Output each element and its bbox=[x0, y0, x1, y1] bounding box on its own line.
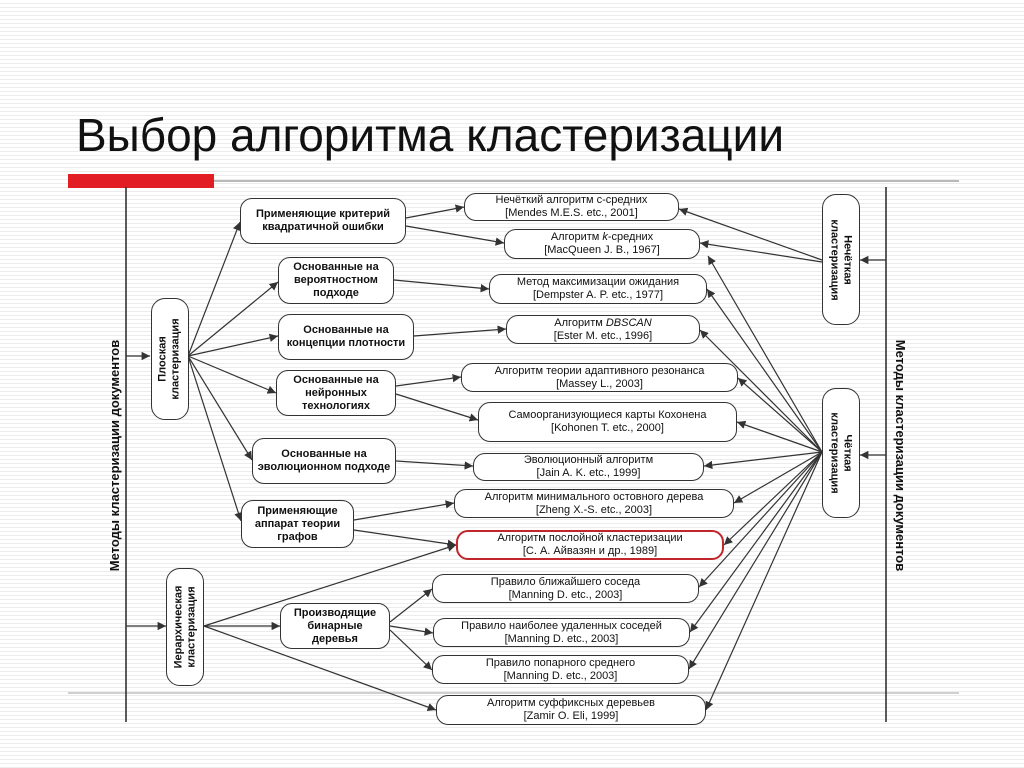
category-squared-error: Применяющие критерий квадратичной ошибки bbox=[240, 198, 406, 244]
edge-flat-evo bbox=[187, 355, 253, 461]
algorithm-evolutionary: Эволюционный алгоритм[Jain A. K. etc., 1… bbox=[473, 453, 704, 481]
algorithm-fuzzy-c-means: Нечёткий алгоритм c-средних[Mendes M.E.S… bbox=[464, 193, 679, 221]
algorithm-minimum-spanning-tree: Алгоритм минимального остовного дерева[Z… bbox=[454, 489, 734, 518]
footer-divider bbox=[68, 692, 959, 694]
category-density: Основанные на концепции плотности bbox=[278, 314, 414, 360]
edge-crisp-nn bbox=[698, 451, 823, 588]
algorithm-suffix-trees: Алгоритм суффиксных деревьев[Zamir O. El… bbox=[436, 695, 706, 725]
edge-fuzzy-fcm bbox=[678, 207, 823, 261]
edge-graph-mst bbox=[353, 500, 455, 521]
category-graph-theory: Применяющие аппарат теории графов bbox=[241, 500, 354, 548]
edge-crisp-pair bbox=[688, 451, 823, 670]
edge-flat-dens bbox=[187, 333, 279, 357]
edge-flat-graph bbox=[187, 355, 243, 522]
edge-sq-km bbox=[405, 225, 505, 246]
category-binary-trees: Производящие бинарные деревья bbox=[280, 603, 390, 649]
edge-crisp-som bbox=[736, 420, 823, 453]
edge-evo-ga bbox=[395, 460, 474, 470]
algorithm-expectation-maximization: Метод максимизации ожидания[Dempster A. … bbox=[489, 274, 707, 304]
category-evolutionary: Основанные на эволюционном подходе bbox=[252, 438, 396, 484]
edge-flat-sq bbox=[187, 221, 241, 357]
edge-graph-layer bbox=[353, 529, 457, 548]
category-probabilistic: Основанные на вероятностном подходе bbox=[278, 257, 394, 304]
edge-crisp-layer bbox=[723, 451, 823, 546]
edge-crisp-dbscan bbox=[699, 329, 823, 453]
edge-dens-dbscan bbox=[413, 325, 507, 337]
algorithm-pairwise-average: Правило попарного среднего[Manning D. et… bbox=[432, 655, 689, 684]
algorithm-kohonen-maps: Самоорганизующиеся карты Кохонена[Kohone… bbox=[478, 402, 737, 442]
edge-fuzzy-km bbox=[699, 240, 823, 263]
edge-crisp-ga bbox=[703, 451, 823, 470]
edge-flat-prob bbox=[187, 281, 279, 357]
edge-sq-fcm bbox=[405, 204, 465, 219]
algorithm-nearest-neighbor: Правило ближайшего соседа[Manning D. etc… bbox=[432, 574, 699, 603]
left-axis-label: Методы кластеризации документов bbox=[107, 339, 123, 571]
algorithm-k-means: Алгоритм k-средних[MacQueen J. B., 1967] bbox=[504, 229, 700, 259]
algorithm-layered-clustering: Алгоритм послойной кластеризации[С. А. А… bbox=[456, 530, 724, 560]
edge-flat-neur bbox=[187, 355, 277, 394]
category-neural: Основанные на нейронных технологиях bbox=[276, 370, 396, 416]
title-divider bbox=[214, 180, 959, 182]
algorithm-farthest-neighbors: Правило наиболее удаленных соседей[Manni… bbox=[433, 618, 690, 647]
edge-crisp-mst bbox=[733, 451, 823, 504]
edge-crisp-suffix bbox=[705, 451, 823, 711]
algorithm-adaptive-resonance: Алгоритм теории адаптивного резонанса[Ma… bbox=[461, 363, 738, 392]
edge-tree-fn bbox=[389, 625, 434, 636]
edge-hier-layer bbox=[203, 543, 457, 627]
edge-crisp-km bbox=[707, 255, 823, 453]
page-title: Выбор алгоритма кластеризации bbox=[76, 109, 785, 161]
edge-crisp-art bbox=[737, 377, 823, 453]
edge-tree-nn bbox=[389, 588, 433, 623]
edge-crisp-fn bbox=[689, 451, 823, 633]
edge-hier-suffix bbox=[203, 625, 437, 712]
accent-bar bbox=[68, 174, 214, 188]
edge-neur-som bbox=[395, 393, 479, 422]
edge-crisp-em bbox=[706, 288, 823, 453]
algorithm-dbscan: Алгоритм DBSCAN[Ester M. etc., 1996] bbox=[506, 315, 700, 344]
edge-neur-art bbox=[395, 373, 462, 387]
edge-tree-pair bbox=[389, 629, 433, 671]
edge-prob-em bbox=[393, 279, 490, 293]
right-axis-label: Методы кластеризации документов bbox=[893, 339, 909, 571]
